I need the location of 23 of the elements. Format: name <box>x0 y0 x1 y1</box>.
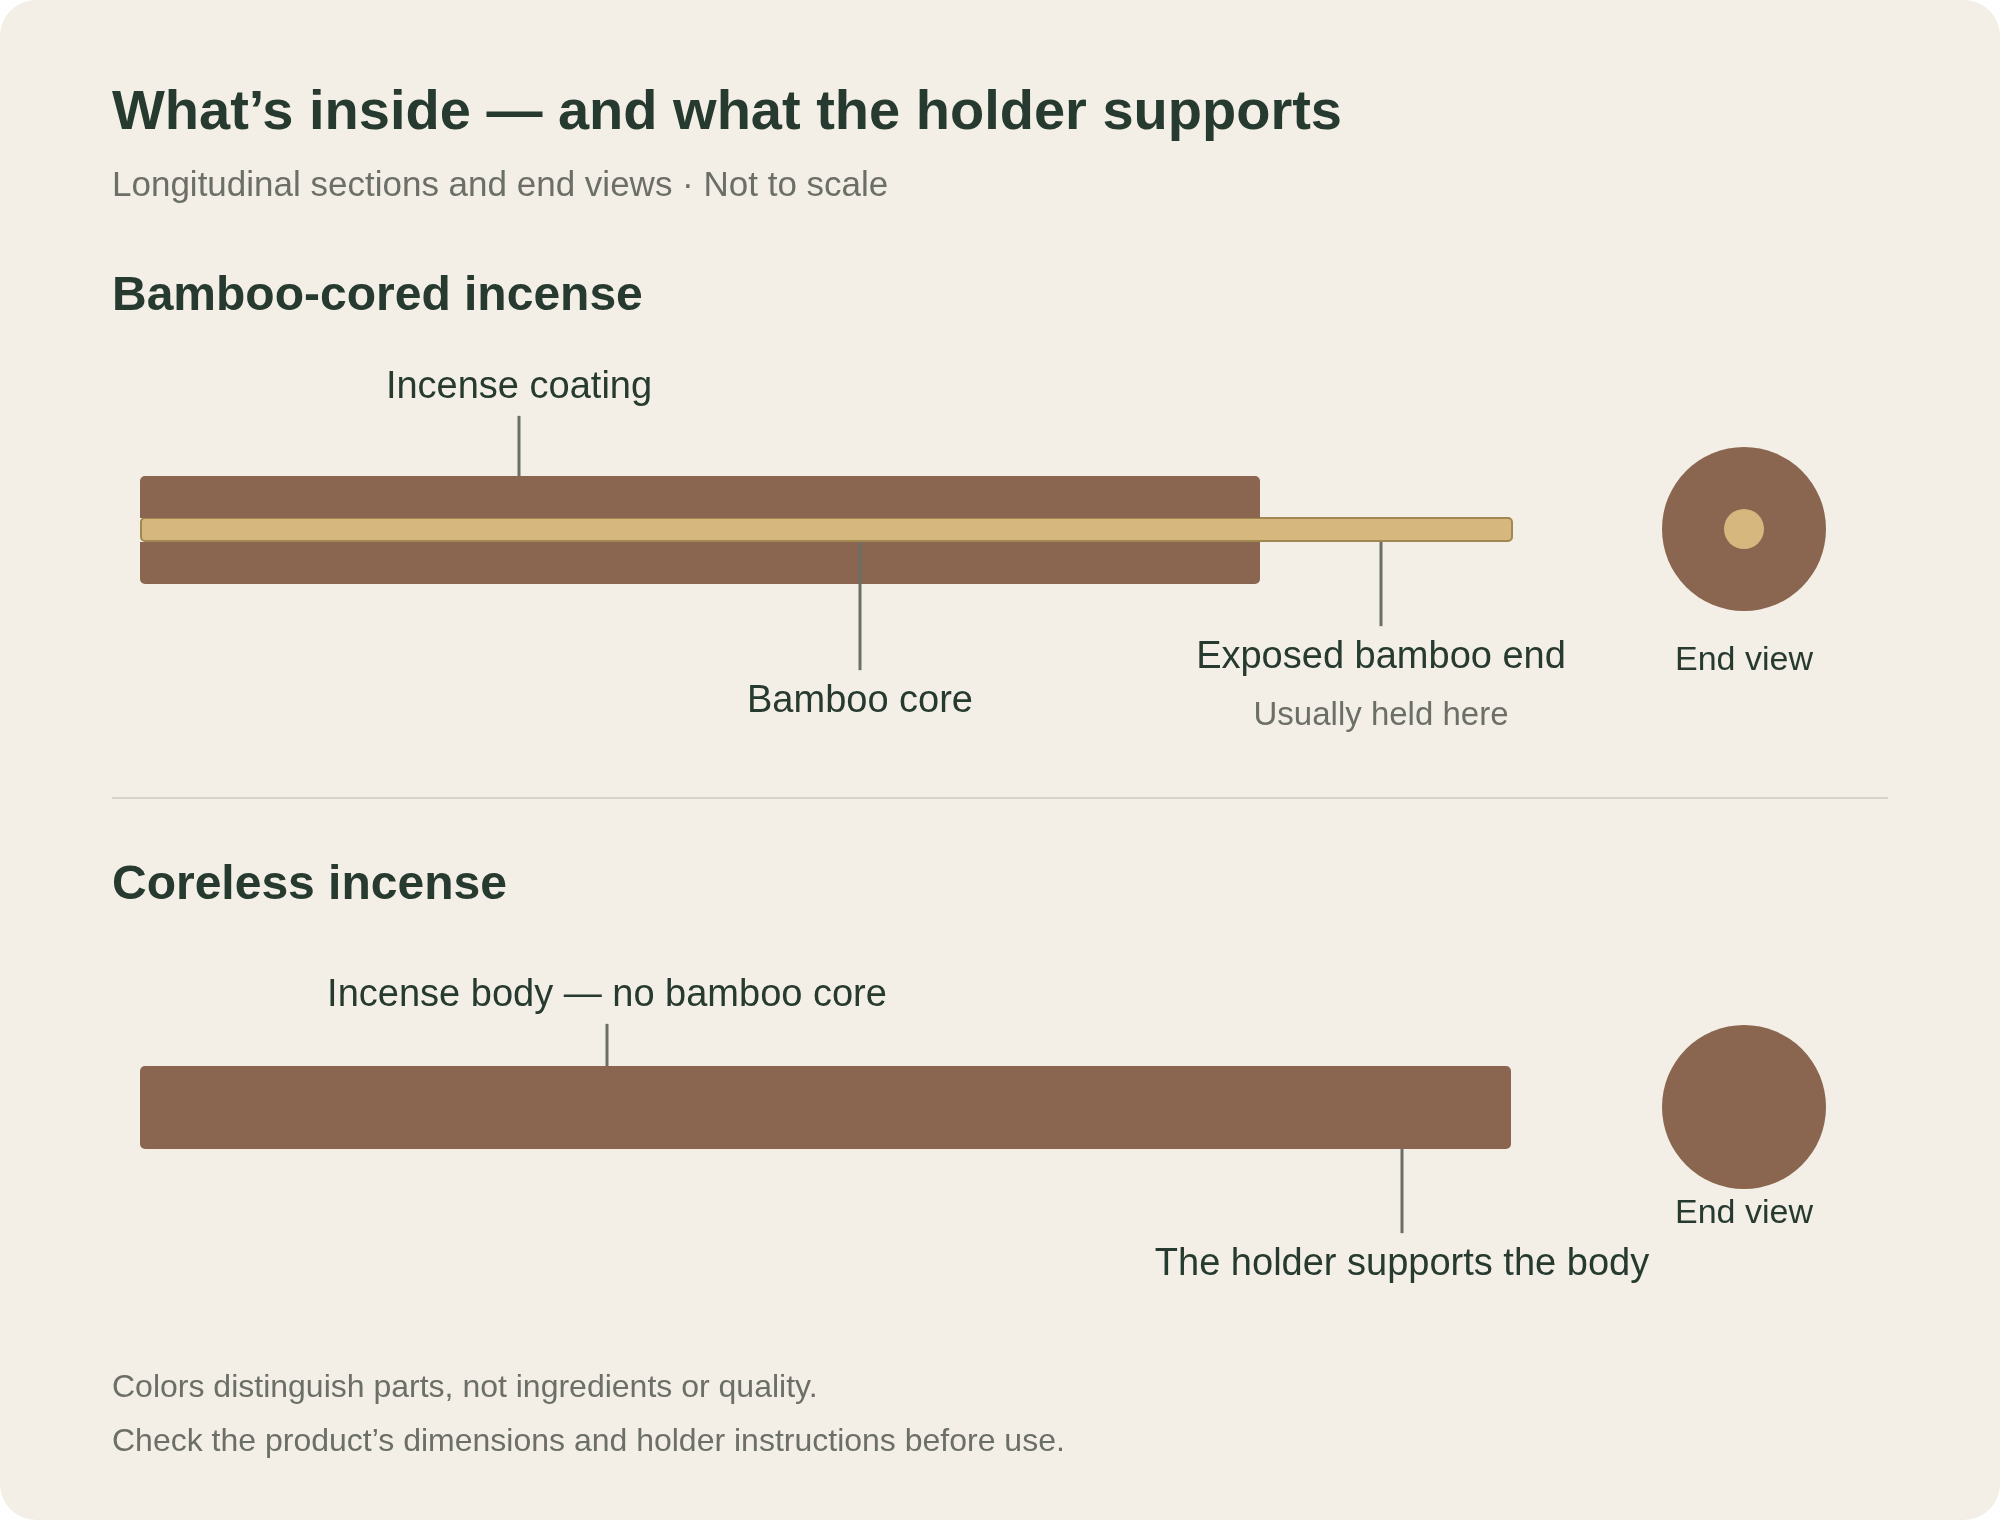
subtitle: Longitudinal sections and end views · Not to scale <box>112 164 889 205</box>
view-label: End view <box>1675 639 1813 679</box>
leader-line <box>1400 1149 1404 1234</box>
leader-line <box>1379 542 1383 627</box>
note-text: Usually held here <box>1253 695 1509 733</box>
part-label: The holder supports the body <box>1154 1241 1650 1285</box>
footnote: Colors distinguish parts, not ingredients or quality. <box>112 1368 818 1405</box>
section-heading: Bamboo-cored incense <box>112 266 643 322</box>
part-label: Incense body — no bamboo core <box>327 972 887 1016</box>
leader-line <box>605 1023 609 1066</box>
bamboo-core-bar <box>140 517 1513 542</box>
part-label: Exposed bamboo end <box>1196 634 1566 678</box>
incense-coating-bar <box>140 476 1260 584</box>
view-label: End view <box>1675 1192 1813 1232</box>
incense-body-bar <box>140 1066 1511 1149</box>
bamboo-core-circle <box>1724 509 1764 549</box>
section-heading: Coreless incense <box>112 855 507 911</box>
part-label: Bamboo core <box>747 678 973 722</box>
leader-line <box>858 542 862 671</box>
footnote: Check the product’s dimensions and holder instructions before use. <box>112 1422 1065 1459</box>
part-label: Incense coating <box>385 364 653 408</box>
diagram-title: What’s inside — and what the holder supports <box>112 78 1342 143</box>
leader-line <box>517 415 521 476</box>
